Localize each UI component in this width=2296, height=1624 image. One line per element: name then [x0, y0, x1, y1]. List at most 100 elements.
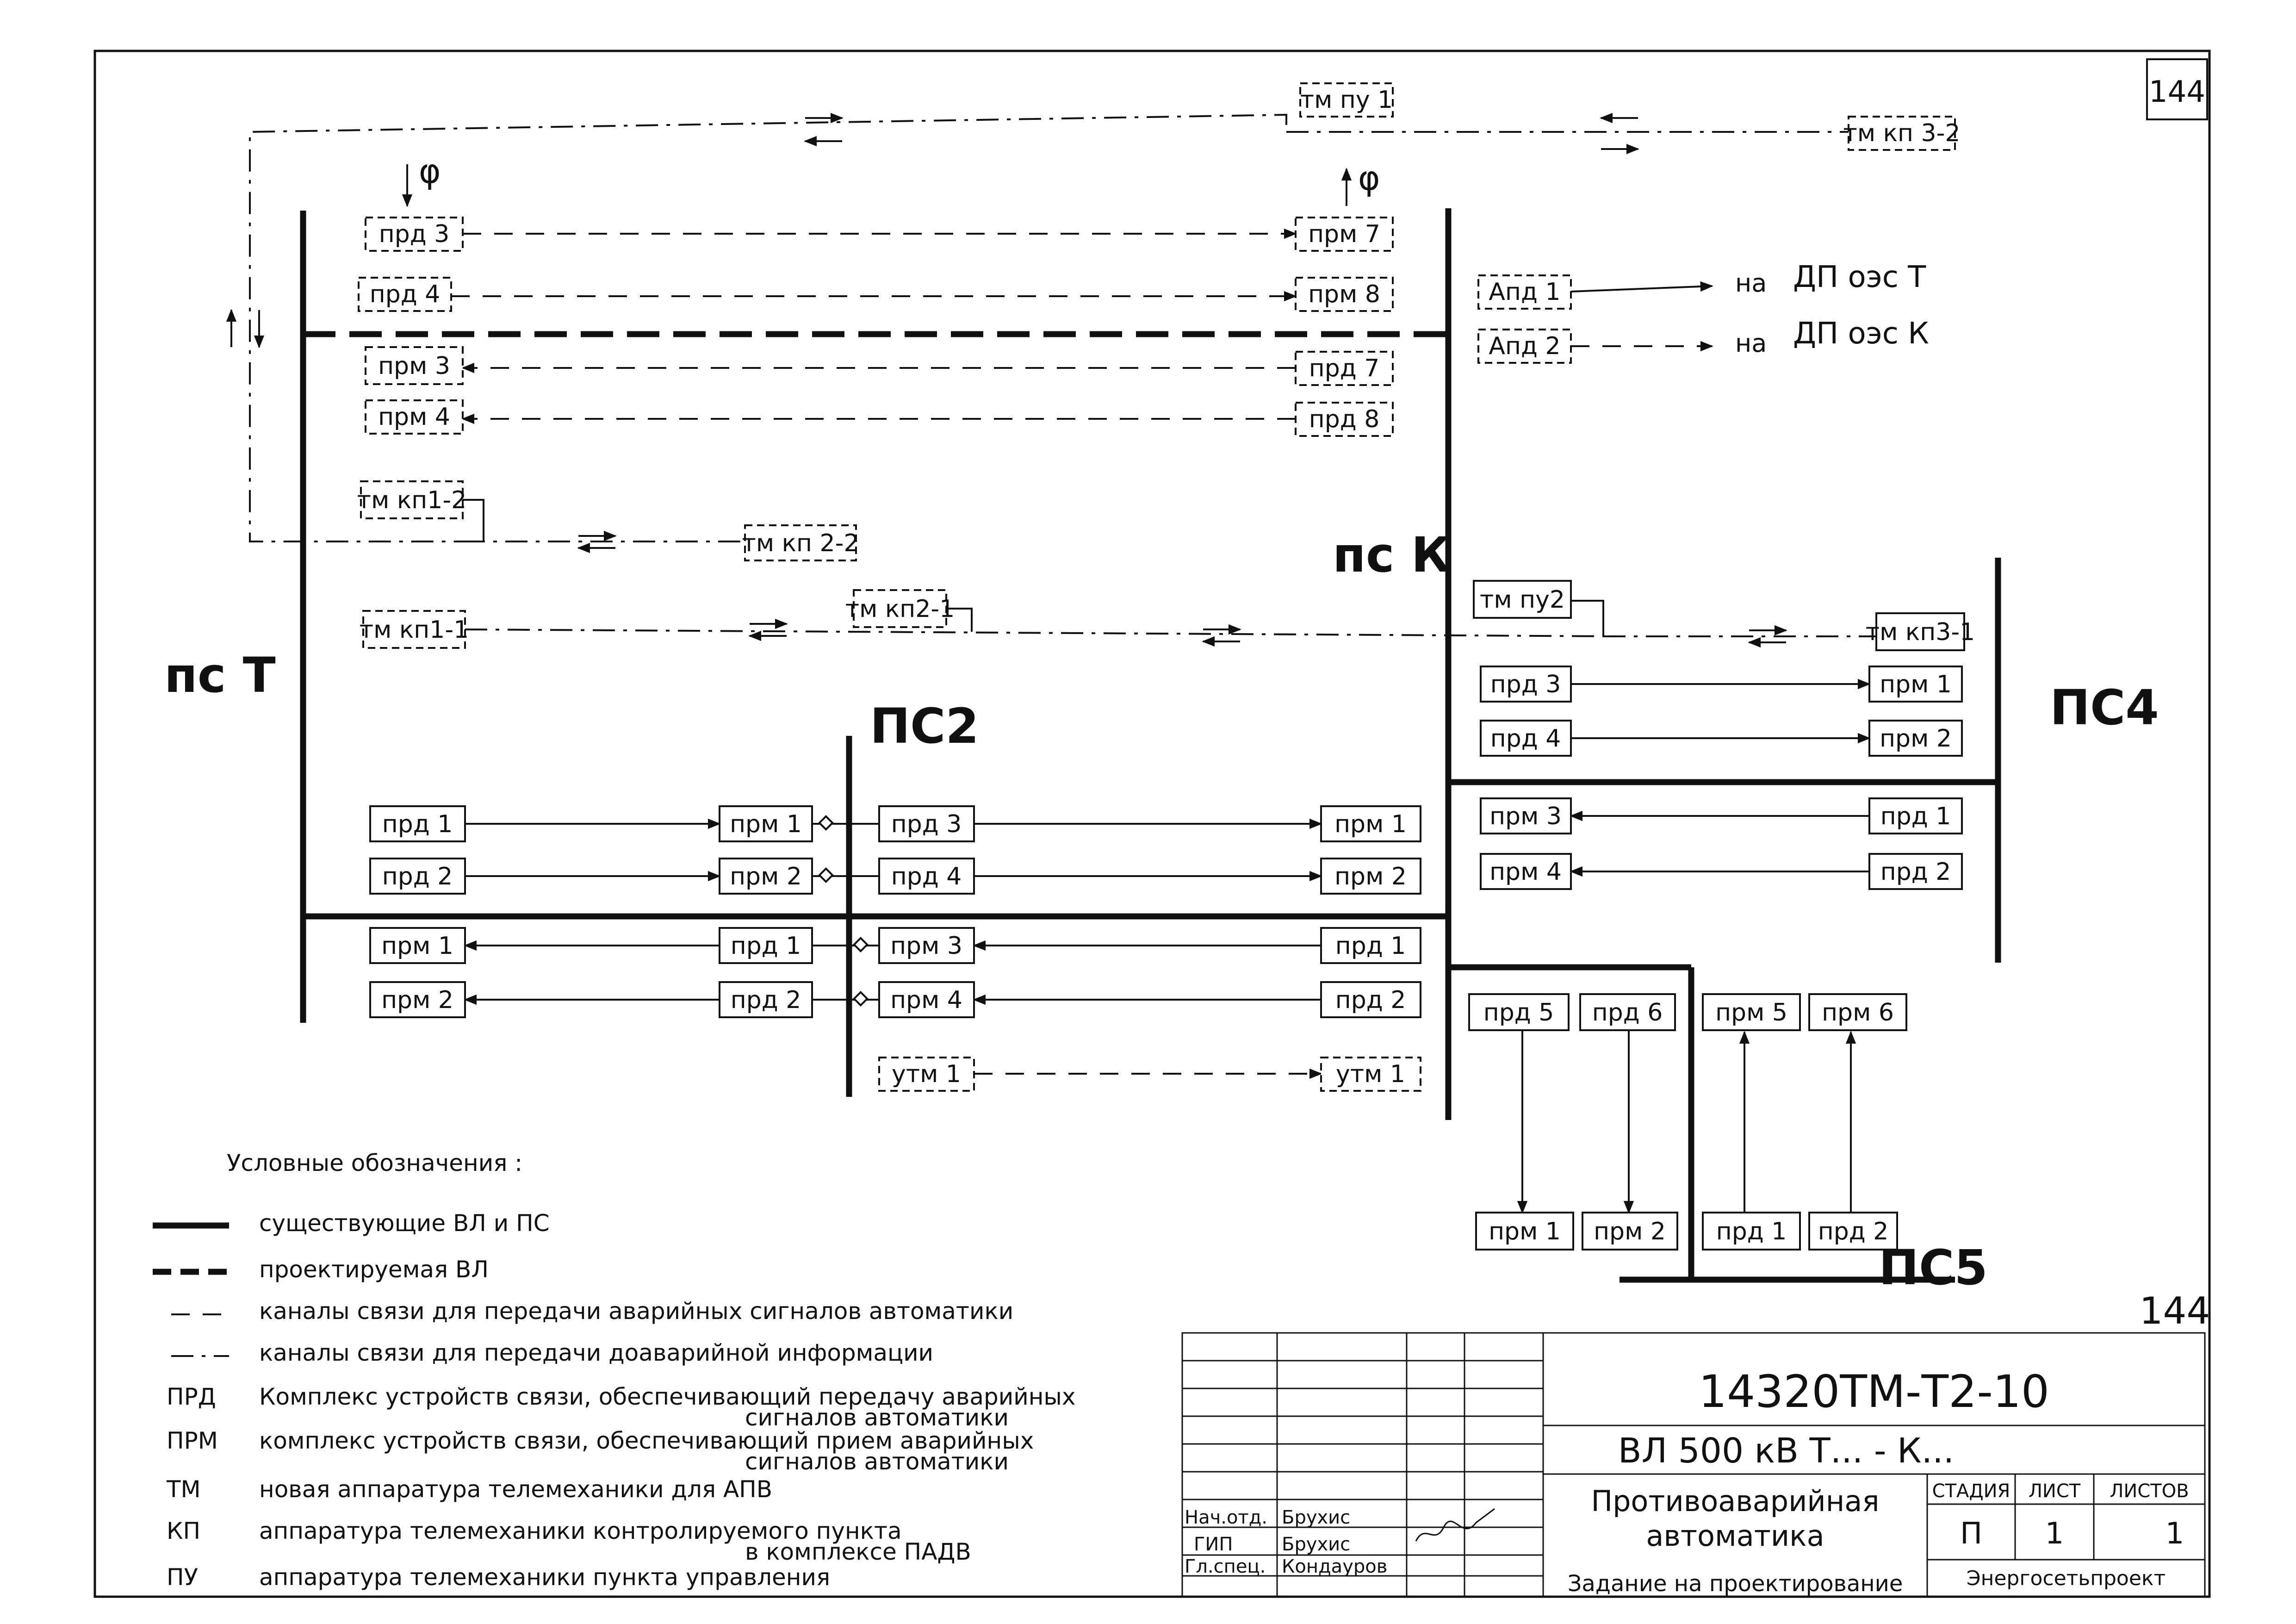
svg-text:прд 2: прд 2	[382, 863, 453, 890]
node-k-prd1: прд 1	[1320, 927, 1421, 964]
svg-text:прд 8: прд 8	[1309, 405, 1380, 433]
node-s2-prd3: прд 3	[878, 805, 975, 842]
s2-diamond-1	[818, 815, 834, 831]
s2-diamond-3	[853, 937, 869, 952]
svg-text:прд 2: прд 2	[1818, 1218, 1889, 1245]
svg-text:прд 3: прд 3	[1490, 671, 1561, 698]
node-s5-prd1: прд 1	[1702, 1212, 1801, 1251]
node-s5-prm2: прм 2	[1582, 1212, 1678, 1251]
node-s2-prd4: прд 4	[878, 858, 975, 895]
label-psk: пс К	[1333, 527, 1451, 583]
svg-text:прд 2: прд 2	[1880, 858, 1951, 886]
dest-k-prefix: на	[1735, 329, 1767, 358]
svg-text:прм 2: прм 2	[1880, 725, 1952, 753]
svg-text:прм 1: прм 1	[381, 932, 453, 960]
legend-item-prealarm: каналы связи для передачи доаварийной ин…	[259, 1339, 933, 1366]
svg-text:прд 7: прд 7	[1309, 355, 1380, 382]
label-pst: пс Т	[164, 647, 276, 703]
node-4-prd2: прд 2	[1868, 853, 1963, 890]
node-t-prd3: прд 3	[365, 217, 464, 252]
svg-text:утм 1: утм 1	[892, 1060, 961, 1088]
dest-t-prefix: на	[1735, 268, 1767, 298]
node-k4-prd3: прд 3	[1480, 666, 1572, 703]
node-k-prm6: прм 6	[1808, 993, 1907, 1031]
svg-text:прд 1: прд 1	[1880, 803, 1951, 830]
svg-text:утм 1: утм 1	[1336, 1060, 1405, 1088]
svg-text:КП: КП	[167, 1518, 200, 1544]
svg-text:прм 4: прм 4	[1489, 858, 1562, 886]
svg-text:прд 3: прд 3	[891, 810, 962, 838]
tb-subtitle: Задание на проектирование	[1568, 1571, 1903, 1597]
svg-text:аппаратура телемеханики контро: аппаратура телемеханики контролируемого …	[259, 1518, 902, 1544]
tb-name-2: Брухис	[1282, 1534, 1350, 1555]
node-k4-prm3: прм 3	[1480, 797, 1572, 834]
svg-text:прм 4: прм 4	[890, 986, 962, 1014]
svg-text:прм 8: прм 8	[1308, 280, 1380, 308]
tb-sheets: 1	[2166, 1517, 2184, 1551]
svg-text:тм пу2: тм пу2	[1480, 586, 1565, 614]
tb-sheets-header: ЛИСТОВ	[2110, 1481, 2189, 1502]
legend-abbr-kp: КП аппаратура телемеханики контролируемо…	[167, 1518, 971, 1565]
svg-text:тм кп 3-2: тм кп 3-2	[1843, 119, 1961, 147]
svg-text:прм 1: прм 1	[1334, 810, 1407, 838]
svg-text:тм кп 2-2: тм кп 2-2	[742, 529, 859, 557]
svg-text:прд 2: прд 2	[1335, 986, 1406, 1014]
node-s2-prm2: прм 2	[719, 858, 813, 895]
svg-text:Апд 2: Апд 2	[1489, 332, 1560, 360]
svg-text:прм 6: прм 6	[1822, 999, 1894, 1027]
node-tm-kp21: тм кп2-1	[845, 589, 955, 628]
legend-item-existing: существующие ВЛ и ПС	[259, 1210, 550, 1237]
node-apd2: Апд 2	[1477, 329, 1572, 364]
node-t-prm1: прм 1	[369, 927, 466, 964]
node-t-prd4: прд 4	[358, 277, 452, 312]
svg-text:ПРД: ПРД	[167, 1383, 216, 1410]
title-block	[1181, 1332, 2206, 1598]
svg-text:комплекс устройств связи, обес: комплекс устройств связи, обеспечивающий…	[259, 1427, 1034, 1454]
label-ps5: ПС5	[1879, 1239, 1988, 1296]
node-k-prm8: прм 8	[1295, 277, 1394, 312]
svg-text:ТМ: ТМ	[166, 1476, 201, 1503]
svg-text:прм 1: прм 1	[1880, 671, 1952, 698]
legend-title: Условные обозначения :	[227, 1150, 522, 1176]
channel-kp11-kp21	[465, 628, 1620, 637]
legend-item-alarm: каналы связи для передачи аварийных сигн…	[259, 1298, 1013, 1325]
dest-t: ДП оэс Т	[1793, 260, 1926, 294]
sheet-number: 144	[2149, 75, 2205, 109]
tb-org: Энергосетьпроект	[1967, 1567, 2166, 1590]
node-k4-prm4: прм 4	[1480, 853, 1572, 890]
svg-text:прд 3: прд 3	[379, 220, 450, 248]
channel-top-loop	[249, 113, 1287, 542]
svg-text:тм кп1-1: тм кп1-1	[360, 616, 469, 644]
legend-item-projected: проектируемая ВЛ	[259, 1256, 489, 1283]
node-tm-kp11: тм кп1-1	[360, 610, 469, 649]
node-s2-prm1: прм 1	[719, 805, 813, 842]
phi-label-t: φ	[419, 152, 441, 191]
tb-signature	[1415, 1508, 1495, 1542]
node-tm-kp32: тм кп 3-2	[1843, 116, 1961, 151]
svg-text:тм кп2-1: тм кп2-1	[845, 595, 955, 623]
tb-role-1: Нач.отд.	[1185, 1507, 1267, 1528]
channel-kp21-link	[946, 608, 973, 632]
node-t-prm4: прм 4	[365, 399, 464, 435]
node-apd1: Апд 1	[1477, 274, 1572, 310]
node-k4-prd4: прд 4	[1480, 720, 1572, 757]
node-k-prd2: прд 2	[1320, 981, 1421, 1018]
node-t-prd2: прд 2	[369, 858, 466, 895]
phi-label-k: φ	[1358, 159, 1380, 198]
label-ps4: ПС4	[2050, 679, 2159, 736]
node-k-prd5: прд 5	[1468, 993, 1570, 1031]
tb-sheet: 1	[2045, 1517, 2064, 1551]
tb-sheet-header: ЛИСТ	[2029, 1481, 2081, 1502]
sheet-number-handwritten: 144	[2140, 1289, 2210, 1332]
label-ps2: ПС2	[870, 698, 979, 754]
node-tm-pu2: тм пу2	[1473, 580, 1572, 619]
legend-abbr-prm: ПРМ комплекс устройств связи, обеспечива…	[167, 1427, 1034, 1475]
channel-apd1	[1570, 281, 1713, 292]
svg-text:новая аппаратура телемеханики: новая аппаратура телемеханики для АПВ	[259, 1476, 772, 1503]
svg-text:ПРМ: ПРМ	[167, 1427, 218, 1454]
node-k-prm7: прм 7	[1295, 217, 1394, 252]
svg-text:прм 3: прм 3	[1489, 803, 1562, 830]
node-s2-prd2: прд 2	[719, 981, 813, 1018]
tb-stage: П	[1960, 1517, 1982, 1551]
s2-diamond-2	[818, 867, 834, 883]
